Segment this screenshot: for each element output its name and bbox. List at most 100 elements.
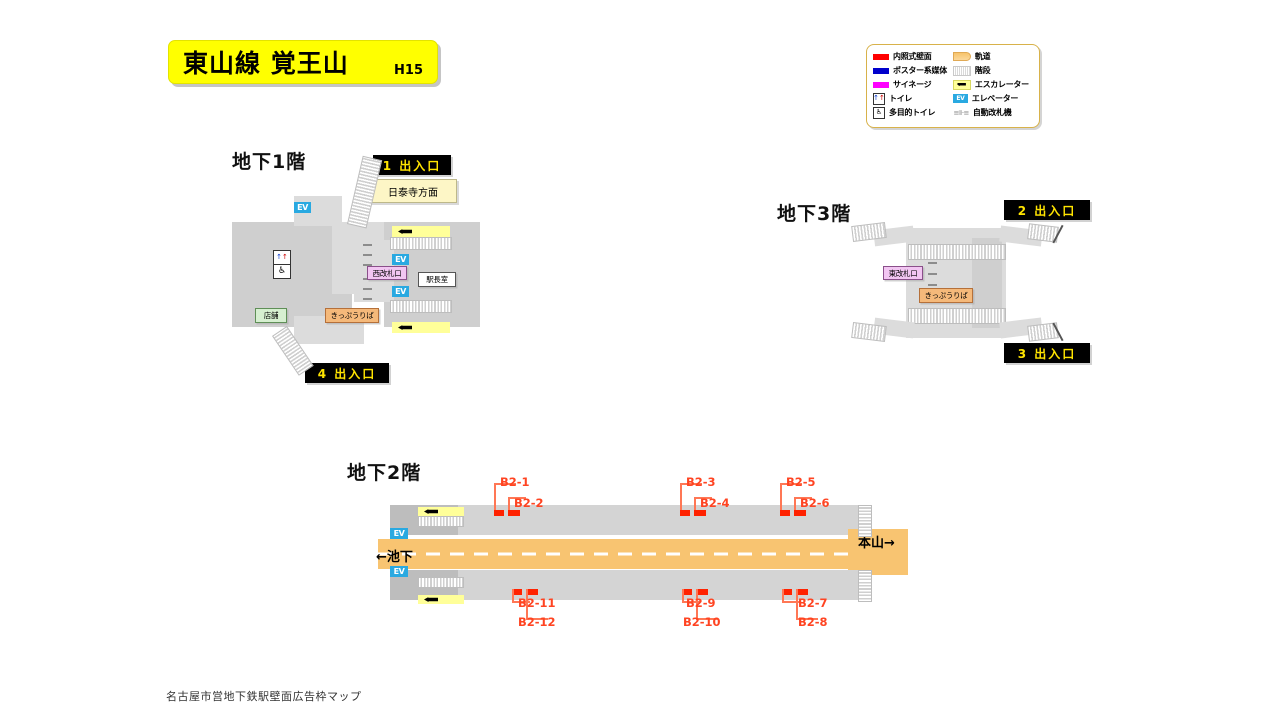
track-swatch-icon (952, 52, 971, 61)
b1-escalator-lower (392, 322, 450, 333)
ad-frame-label-b2-11: B2-11 (518, 596, 556, 610)
escalator-arrow-icon (398, 325, 412, 330)
red-swatch-icon (873, 53, 889, 60)
gate-mark-icon (362, 298, 372, 300)
floor-title-b2: 地下2階 (347, 462, 422, 484)
gate-mark-icon (362, 288, 372, 290)
exit-plate-4: 4 出入口 (305, 363, 389, 383)
station-title-banner: 東山線 覚王山 H15 (168, 40, 438, 84)
elevator-icon: EV (952, 94, 968, 103)
escalator-arrow-icon (424, 509, 438, 514)
b3-tag-east-gate: 東改札口 (883, 266, 923, 280)
legend-column-right: 軌道 階段 エスカレーター EV エレベーター ≡⊪≡ 自動改札機 (952, 50, 1029, 119)
ad-frame-label-b2-5: B2-5 (786, 475, 816, 489)
legend-item-toilet: ↑↑ トイレ (873, 92, 947, 105)
leader-b2-10 (696, 589, 698, 619)
ad-frame-label-b2-4: B2-4 (700, 496, 730, 510)
floor-title-b1: 地下1階 (232, 151, 307, 173)
ad-frame-marker-b2-2 (508, 510, 520, 516)
leader-b2-11-h (512, 601, 530, 603)
ad-frame-marker-b2-3 (680, 510, 690, 516)
b1-escalator-upper (392, 226, 450, 237)
ad-frame-marker-b2-11 (512, 589, 522, 595)
floor-plan-b2: EV ←池下 本山→ EV (376, 483, 910, 620)
legend-item-accessible-toilet: ♿ 多目的トイレ (873, 106, 947, 119)
ad-frame-label-b2-8: B2-8 (798, 615, 828, 629)
blue-swatch-icon (873, 67, 889, 74)
legend-label: 自動改札機 (972, 108, 1012, 117)
b2-elevator-lower: EV (390, 566, 408, 577)
leader-b2-3-h (680, 483, 702, 485)
floor-title-b3: 地下3階 (777, 203, 852, 225)
escalator-arrow-icon (424, 597, 438, 602)
legend-item-escalator: エスカレーター (952, 78, 1029, 91)
legend-item-track: 軌道 (952, 50, 1029, 63)
exit-1-destination: 日泰寺方面 (369, 179, 457, 203)
b2-track (378, 539, 908, 569)
legend-item-backlit-wall: 内照式壁面 (873, 50, 947, 63)
ad-frame-marker-b2-5 (780, 510, 790, 516)
b2-elevator-upper: EV (390, 528, 408, 539)
leader-b2-9-h (682, 601, 700, 603)
legend-label: 階段 (974, 66, 991, 75)
b1-tag-west-gate: 西改札口 (367, 266, 407, 280)
leader-b2-1 (494, 483, 496, 510)
legend-item-stairs: 階段 (952, 64, 1029, 77)
leader-b2-6-h (794, 497, 812, 499)
b1-tag-station-office: 駅長室 (418, 272, 456, 287)
ad-frame-label-b2-6: B2-6 (800, 496, 830, 510)
b2-escalator-lower (418, 595, 464, 604)
legend-label: ポスター系媒体 (893, 66, 947, 75)
b2-direction-west: ←池下 (376, 550, 413, 565)
ticket-gate-icon: ≡⊪≡ (953, 108, 969, 117)
b1-stairs-upper (390, 237, 452, 250)
b1-elevator-east-lower: EV (392, 286, 409, 297)
legend-column-left: 内照式壁面 ポスター系媒体 サイネージ ↑↑ トイレ ♿ 多目的トイレ (873, 50, 947, 119)
leader-b2-1-h (494, 483, 516, 485)
legend-panel: 内照式壁面 ポスター系媒体 サイネージ ↑↑ トイレ ♿ 多目的トイレ (866, 44, 1040, 128)
floor-plan-b1: EV EV EV ↑↑ ♿ 西改札口 駅長室 きっぷうりば 店舗 (232, 155, 484, 376)
page-title: 東山線 覚王山 (183, 49, 349, 78)
b2-stairs-lower (418, 577, 464, 588)
leader-b2-11 (512, 589, 514, 603)
ad-frame-label-b2-12: B2-12 (518, 615, 556, 629)
ad-frame-marker-b2-6 (794, 510, 806, 516)
ad-frame-label-b2-3: B2-3 (686, 475, 716, 489)
b2-escalator-upper (418, 507, 464, 516)
ad-frame-label-b2-10: B2-10 (683, 615, 721, 629)
b1-tag-ticket-counter: きっぷうりば (325, 308, 379, 323)
ad-frame-label-b2-2: B2-2 (514, 496, 544, 510)
legend-item-poster-media: ポスター系媒体 (873, 64, 947, 77)
leader-b2-5-h (780, 483, 802, 485)
ad-frame-marker-b2-10 (696, 589, 708, 595)
stairs-swatch-icon (952, 65, 971, 76)
leader-b2-4 (694, 497, 696, 510)
b3-stairs-sw (851, 321, 887, 343)
ad-frame-label-b2-9: B2-9 (686, 596, 716, 610)
exit-plate-1: 1 出入口 (373, 155, 451, 175)
legend-label: エスカレーター (974, 80, 1029, 89)
legend-item-ticket-gate: ≡⊪≡ 自動改札機 (953, 106, 1029, 119)
ad-frame-marker-b2-8 (796, 589, 808, 595)
ad-frame-label-b2-1: B2-1 (500, 475, 530, 489)
station-code: H15 (394, 63, 423, 78)
b2-platform-lower (390, 570, 858, 600)
legend-label: 軌道 (974, 52, 991, 61)
legend-label: トイレ (889, 94, 913, 103)
b1-accessible-toilet-icon: ♿ (273, 264, 291, 279)
legend-item-elevator: EV エレベーター (952, 92, 1029, 105)
ad-frame-marker-b2-4 (694, 510, 706, 516)
b1-elevator-east-upper: EV (392, 254, 409, 265)
leader-b2-3 (680, 483, 682, 510)
leader-b2-9 (682, 589, 684, 603)
floor-plan-b3: 東改札口 きっぷうりば (851, 221, 1072, 343)
b1-stairs-lower (390, 300, 452, 313)
escalator-icon (952, 79, 971, 90)
leader-b2-8-h (796, 618, 818, 620)
b1-ticket-gates-lower (361, 278, 373, 300)
toilet-icon: ↑↑ (873, 92, 885, 105)
magenta-swatch-icon (873, 81, 889, 88)
gate-mark-icon (362, 264, 372, 266)
leader-b2-2 (508, 497, 510, 510)
track-centerline (378, 552, 908, 556)
